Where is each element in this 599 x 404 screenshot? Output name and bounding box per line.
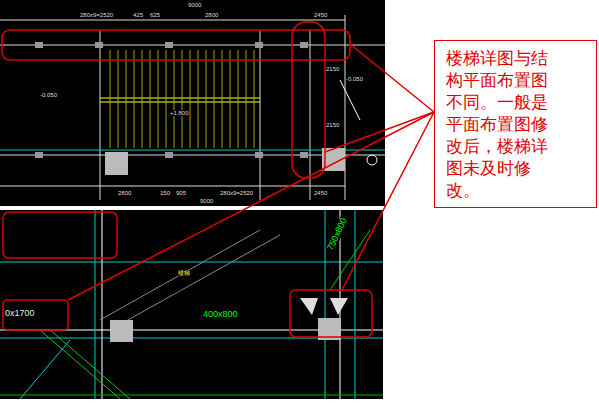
- cad-label: 425: [133, 12, 143, 18]
- cad-label: 280x9=2520: [80, 12, 113, 18]
- cad-label: 2150: [326, 122, 339, 128]
- cad-label: 625: [150, 12, 160, 18]
- cad-label: 2800: [205, 12, 218, 18]
- cad-label: 2800: [118, 190, 131, 196]
- cad-label: 0x1700: [5, 309, 35, 318]
- cad-label: 400x800: [203, 310, 238, 319]
- cad-label: 9000: [200, 198, 213, 204]
- cad-label: 9000: [188, 2, 201, 8]
- cad-label: +1.800: [170, 110, 189, 116]
- cad-label: 2150: [326, 66, 339, 72]
- cad-label: -0.050: [346, 76, 363, 82]
- callout-box: 楼梯详图与结构平面布置图不同。一般是平面布置图修改后，楼梯详图未及时修改。: [434, 40, 597, 208]
- cad-label: 150: [160, 190, 170, 196]
- callout-text: 楼梯详图与结构平面布置图不同。一般是平面布置图修改后，楼梯详图未及时修改。: [446, 47, 554, 201]
- cad-label: 905: [176, 190, 186, 196]
- cad-label: 280x9=2520: [220, 190, 253, 196]
- cad-label: 2450: [314, 190, 327, 196]
- cad-label: -0.050: [40, 92, 57, 98]
- cad-label: 2450: [314, 12, 327, 18]
- cad-label: 楼梯: [178, 270, 190, 276]
